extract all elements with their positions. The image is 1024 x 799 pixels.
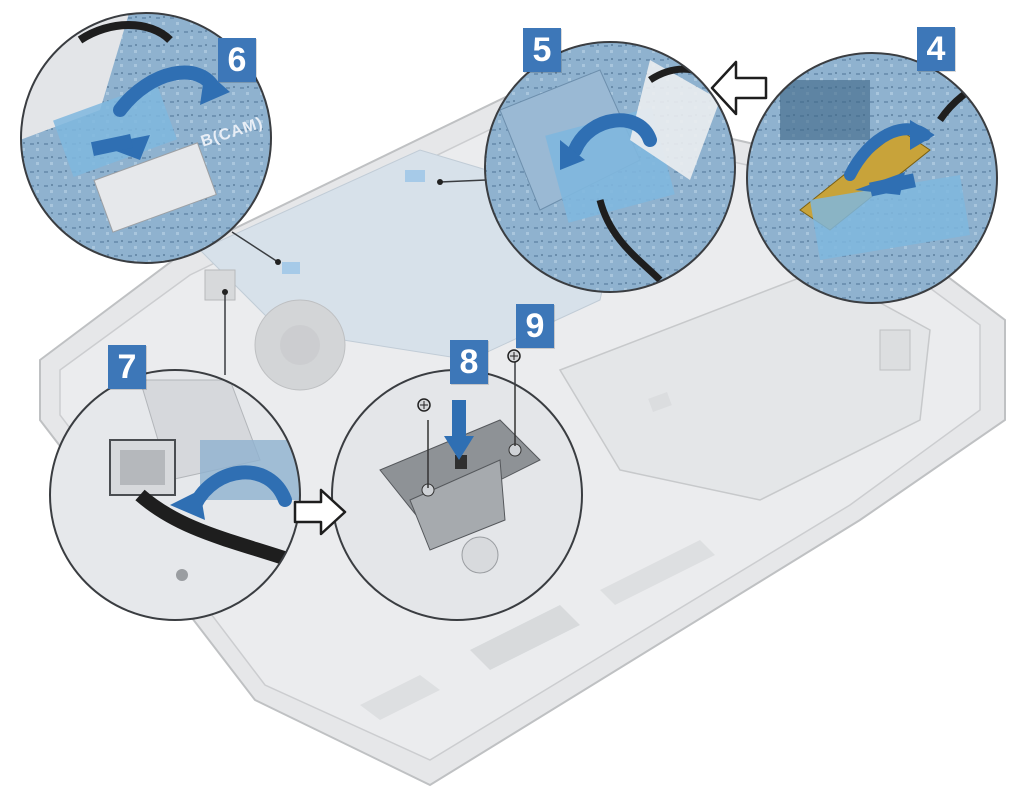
- step-badge-8: 8: [450, 340, 488, 384]
- step-badge-4: 4: [917, 27, 955, 71]
- step-badge-5: 5: [523, 28, 561, 72]
- step-badge-9: 9: [516, 304, 554, 348]
- callout-circle-8: [331, 369, 583, 621]
- hollow-arrow-icon: [710, 60, 768, 116]
- step-badge-6: 6: [218, 38, 256, 82]
- hollow-arrow-icon: [293, 488, 347, 536]
- leader-dot: [222, 289, 228, 295]
- leader-dot: [275, 259, 281, 265]
- screw-icon: [507, 349, 521, 363]
- callout-circle-7: [49, 369, 301, 621]
- callout-circle-4: [746, 52, 998, 304]
- callout-circle-5: [484, 41, 736, 293]
- step-badge-7: 7: [108, 345, 146, 389]
- screw-icon: [417, 398, 431, 412]
- leader-dot: [437, 179, 443, 185]
